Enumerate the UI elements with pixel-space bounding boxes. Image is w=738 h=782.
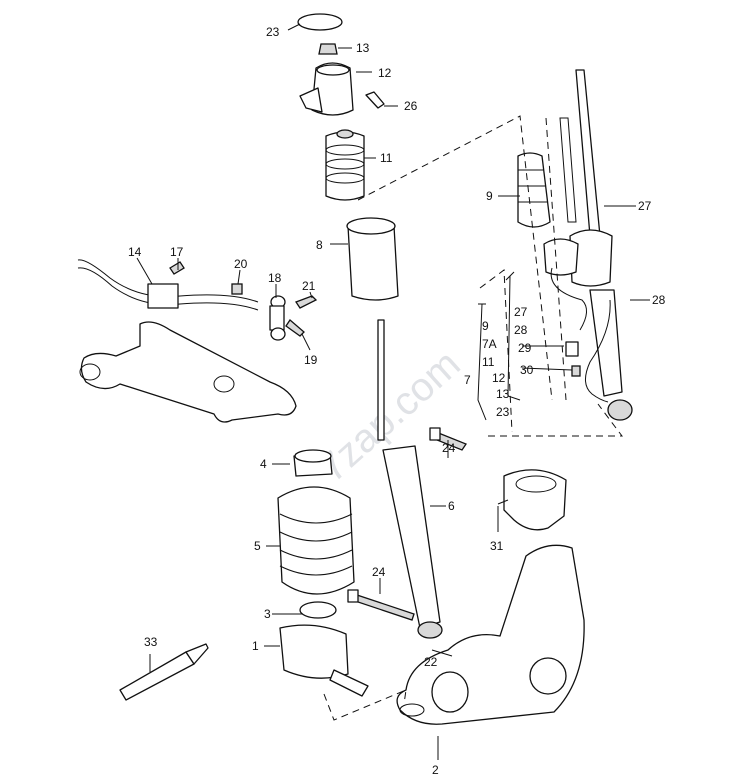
leader-lines xyxy=(136,23,650,760)
group-list-item-3: 12 xyxy=(492,371,506,385)
callout-26: 26 xyxy=(404,99,418,113)
mount-12 xyxy=(299,62,354,116)
shock-absorber-6 xyxy=(377,319,443,639)
sensor-group-item-1: 28 xyxy=(514,323,528,337)
callout-labels: 23 13 12 26 11 8 9 27 28 14 17 20 18 21 … xyxy=(128,25,666,777)
callout-4: 4 xyxy=(260,457,267,471)
sensor-group-item-3: 30 xyxy=(520,363,534,377)
group-bracket-list xyxy=(477,271,521,421)
callout-2: 2 xyxy=(432,763,439,777)
callout-1: 1 xyxy=(252,639,259,653)
sensor-group-item-0: 27 xyxy=(514,305,528,319)
group-list-item-4: 13 xyxy=(496,387,510,401)
callout-22: 22 xyxy=(424,655,438,669)
dashed-guides xyxy=(323,115,623,721)
nut-13 xyxy=(318,43,338,55)
bolt-19 xyxy=(285,319,305,337)
connector-30 xyxy=(571,365,581,377)
callout-21: 21 xyxy=(302,279,316,293)
callout-17: 17 xyxy=(170,245,184,259)
bolt-17 xyxy=(169,261,185,275)
callout-33: 33 xyxy=(144,635,158,649)
cap-23 xyxy=(297,13,343,31)
lower-seat-1 xyxy=(279,624,369,697)
sensor-group-item-2: 29 xyxy=(518,341,532,355)
group-list-item-5: 23 xyxy=(496,405,510,419)
wire-harness xyxy=(550,267,611,403)
bolt-20 xyxy=(231,283,243,295)
lower-control-arm xyxy=(79,321,297,423)
callout-31: 31 xyxy=(490,539,504,553)
callout-12: 12 xyxy=(378,66,392,80)
callout-19: 19 xyxy=(304,353,318,367)
dust-tube-8 xyxy=(346,217,399,301)
callout-3: 3 xyxy=(264,607,271,621)
callout-13: 13 xyxy=(356,41,370,55)
grease-tube-33 xyxy=(119,643,209,701)
stabilizer-bar-14 xyxy=(77,259,259,311)
callout-7: 7 xyxy=(464,373,471,387)
sensor-29 xyxy=(565,341,579,357)
group-list-item-0: 9 xyxy=(482,319,489,333)
callout-8: 8 xyxy=(316,238,323,252)
callout-5: 5 xyxy=(254,539,261,553)
callout-11: 11 xyxy=(380,151,393,165)
callout-18: 18 xyxy=(268,271,282,285)
air-strut-27 xyxy=(569,69,633,421)
spring-seat-4 xyxy=(293,449,333,477)
callout-24-lower: 24 xyxy=(372,565,386,579)
bolt-26 xyxy=(365,91,385,109)
group-list-item-1: 7A xyxy=(482,337,497,351)
strut-slot-inset xyxy=(543,117,579,276)
callout-20: 20 xyxy=(234,257,248,271)
bump-stop-11 xyxy=(325,129,365,201)
callout-14: 14 xyxy=(128,245,142,259)
bolt-24-upper xyxy=(429,427,467,451)
bolt-21 xyxy=(295,295,318,309)
callout-6: 6 xyxy=(448,499,455,513)
bracket-31 xyxy=(503,469,567,531)
callout-28-right: 28 xyxy=(652,293,666,307)
callout-23: 23 xyxy=(266,25,280,39)
wheel-bearing-housing-2 xyxy=(396,544,585,725)
link-18 xyxy=(269,295,286,341)
callout-27-top: 27 xyxy=(638,199,652,213)
group-list-item-2: 11 xyxy=(482,355,495,369)
callout-9: 9 xyxy=(486,189,493,203)
spring-pad-3 xyxy=(299,601,337,619)
callout-24-upper: 24 xyxy=(442,441,456,455)
coil-spring-5 xyxy=(277,486,355,595)
boot-9 xyxy=(517,152,551,228)
bolt-24-lower xyxy=(347,589,415,621)
